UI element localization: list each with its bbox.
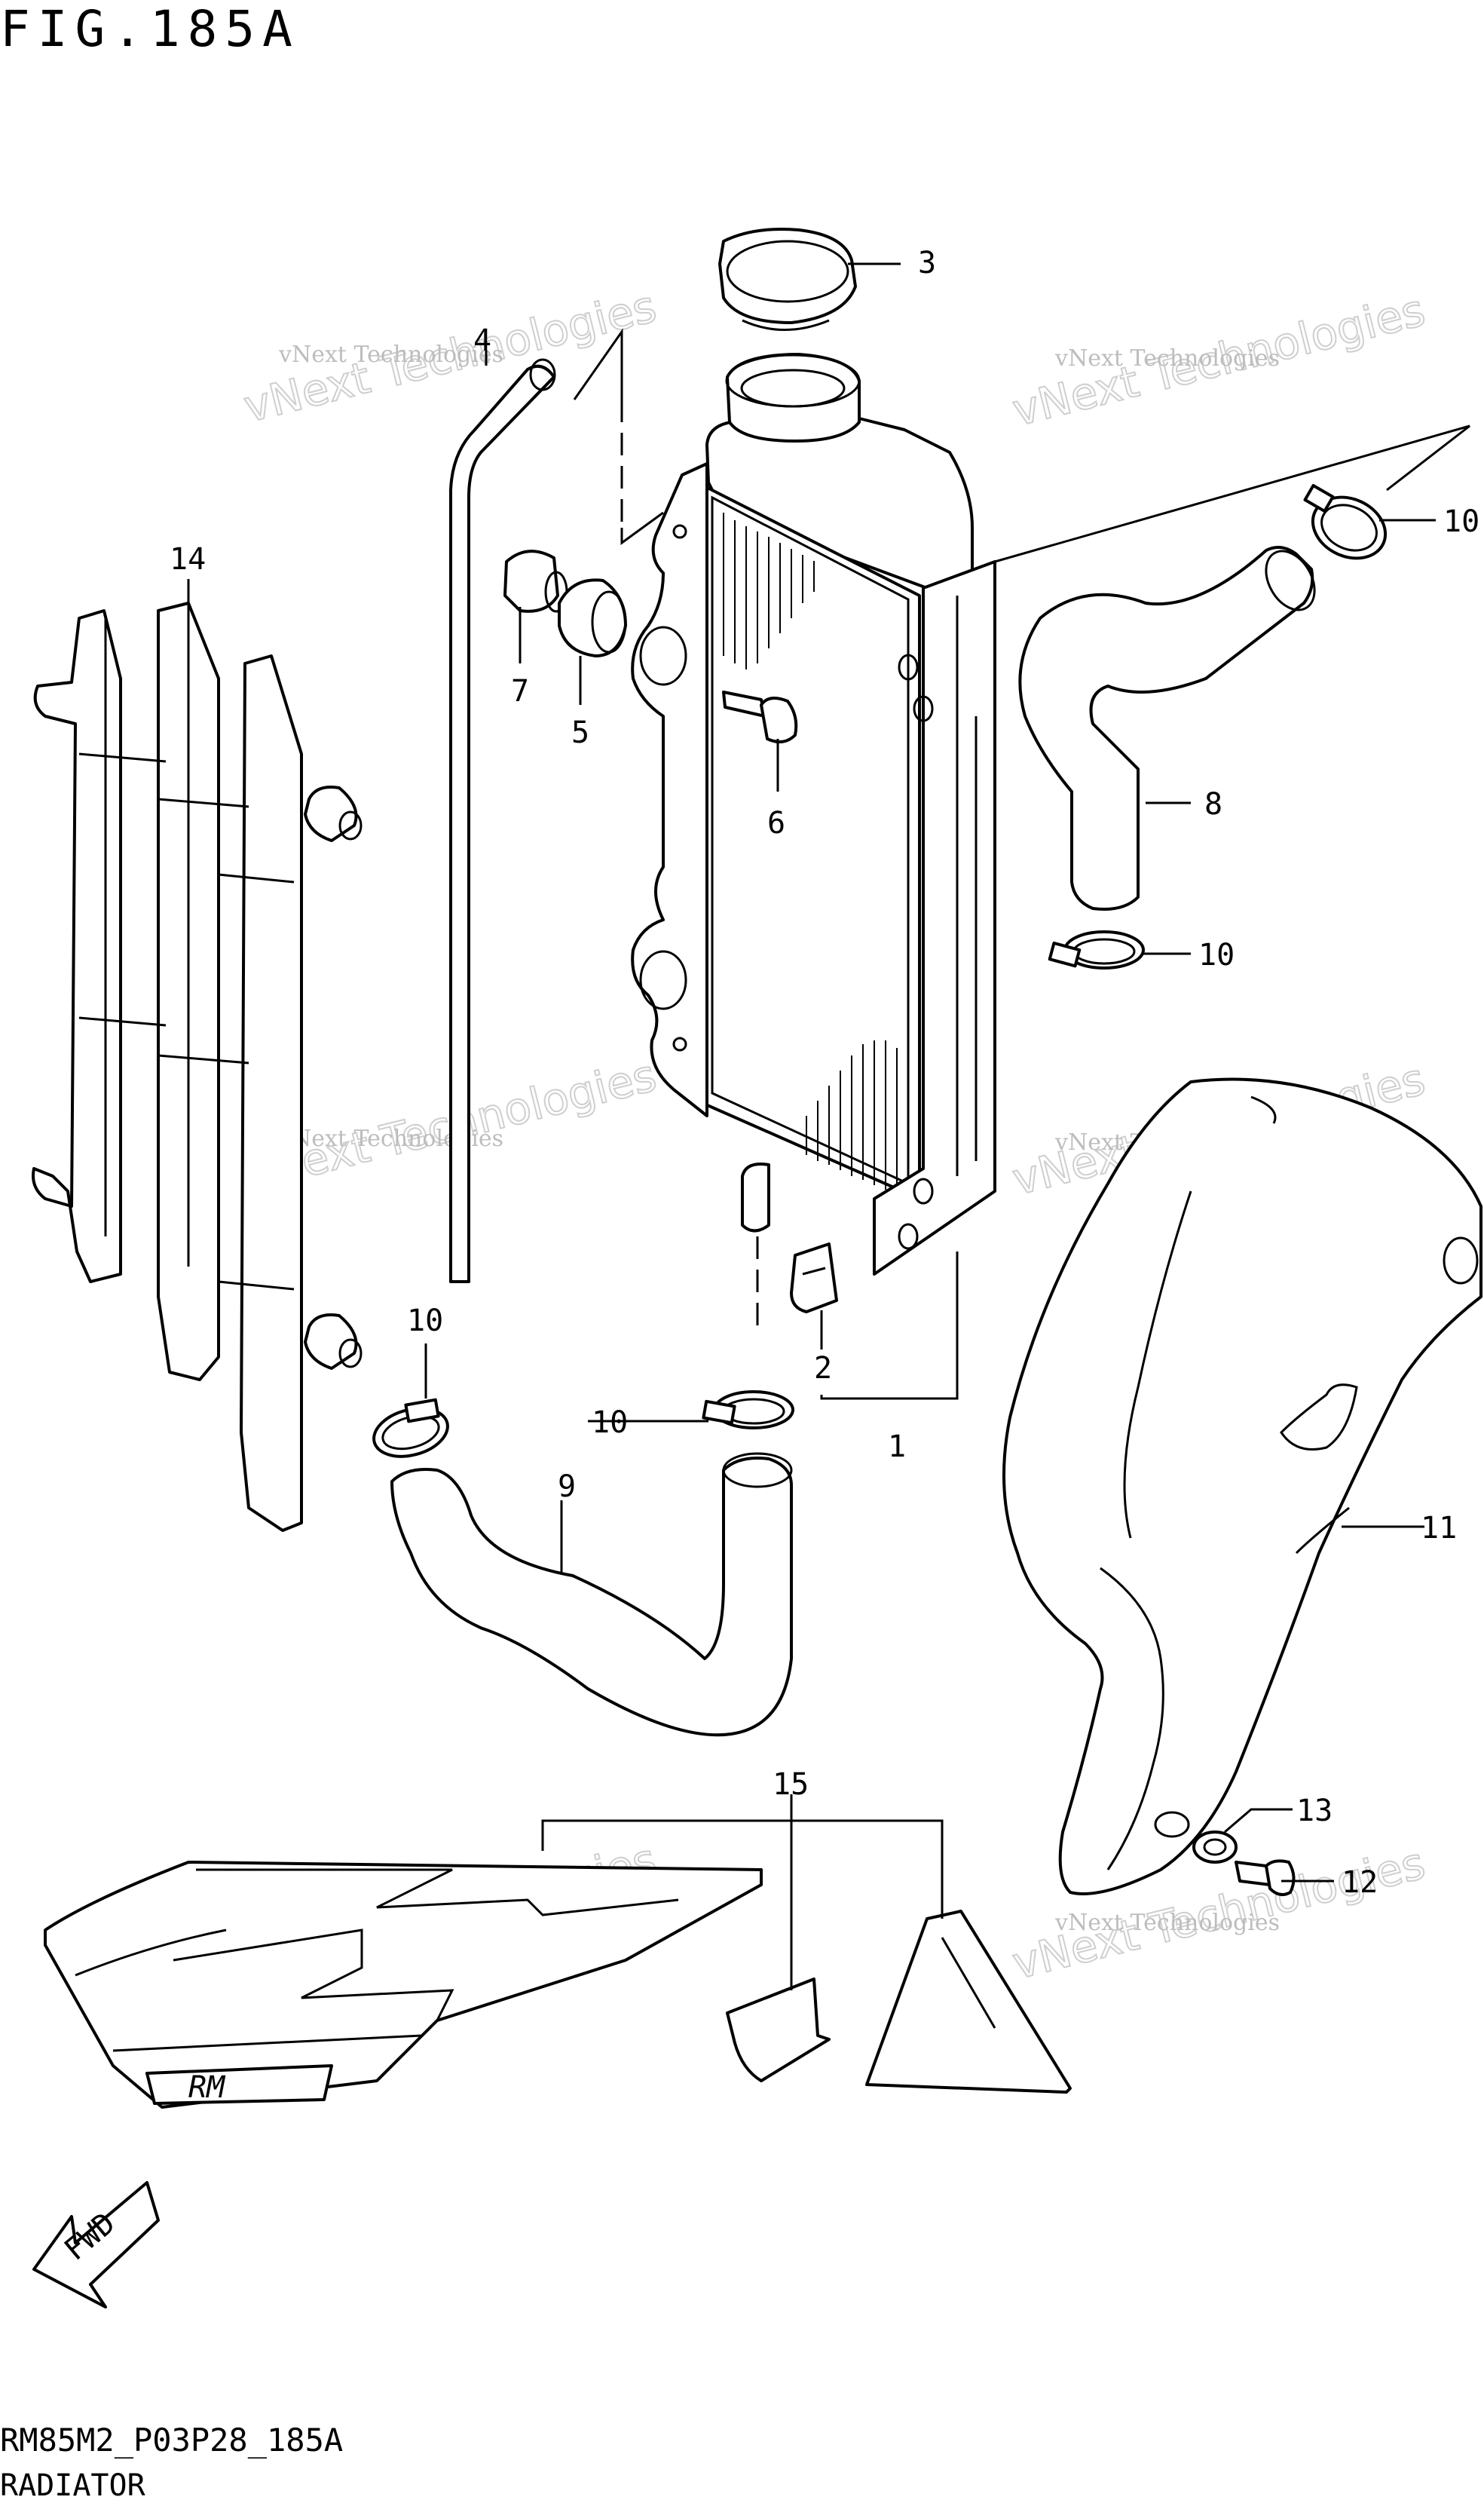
callout-5: 5	[571, 715, 589, 750]
shroud-graphic-15: RM	[44, 1861, 1072, 2109]
bolt-12	[1235, 1859, 1296, 1897]
watermark-small: vNext Technologies	[1054, 1910, 1280, 1936]
callout-9: 9	[558, 1469, 576, 1504]
callout-10-bottom: 10	[592, 1405, 628, 1440]
callout-3: 3	[918, 246, 936, 280]
figure-title: FIG.185A	[0, 0, 300, 58]
hose-clamp-10-top	[1303, 483, 1388, 560]
radiator-body	[631, 353, 996, 1276]
callout-10-left: 10	[407, 1304, 443, 1338]
leader-line	[620, 511, 664, 545]
shroud-logo-text: RM	[188, 2070, 226, 2105]
callout-4: 4	[473, 323, 491, 358]
watermark-small: vNext Technologies	[278, 342, 503, 368]
radiator-fins	[723, 513, 898, 1193]
leader-line	[573, 328, 623, 400]
hose-clamp-10-mid	[1048, 930, 1145, 970]
callout-7: 7	[511, 674, 529, 709]
leader-lines	[187, 262, 1470, 1990]
bolt-6	[722, 691, 798, 743]
hose-clamp-10-bottom	[702, 1390, 794, 1429]
callout-12: 12	[1342, 1865, 1378, 1900]
cushion-5	[558, 578, 627, 657]
callout-1: 1	[888, 1429, 906, 1464]
forward-arrow-icon: FWD	[32, 2181, 160, 2308]
lower-hose-9	[390, 1452, 793, 1737]
callout-13: 13	[1296, 1794, 1333, 1828]
upper-hose-8	[1018, 546, 1316, 911]
callout-8: 8	[1204, 787, 1222, 822]
callout-numbers: 1 2 3 4 5 6 7 8 9 10 10 10 10 11 12 13 1…	[170, 246, 1479, 1900]
figure-name: RADIATOR	[0, 2468, 145, 2503]
radiator-cover-11	[1002, 1077, 1482, 1895]
callout-14: 14	[170, 542, 206, 577]
callout-10-top: 10	[1443, 504, 1479, 539]
hose-clamp-10-left	[372, 1398, 449, 1458]
radiator-louver-14	[32, 602, 363, 1532]
grommet-7	[503, 550, 568, 613]
callout-11: 11	[1421, 1511, 1457, 1546]
callout-15: 15	[773, 1767, 809, 1802]
callout-6: 6	[767, 806, 785, 841]
callout-10-mid: 10	[1198, 938, 1235, 973]
collar-13	[1192, 1831, 1238, 1864]
callout-2: 2	[814, 1351, 832, 1386]
watermark-small: vNext Technologies	[1054, 345, 1280, 372]
clip-2	[790, 1242, 838, 1313]
figure-code: RM85M2_P03P28_185A	[0, 2422, 344, 2459]
overflow-hose	[449, 358, 556, 1283]
radiator-cap	[718, 228, 857, 331]
